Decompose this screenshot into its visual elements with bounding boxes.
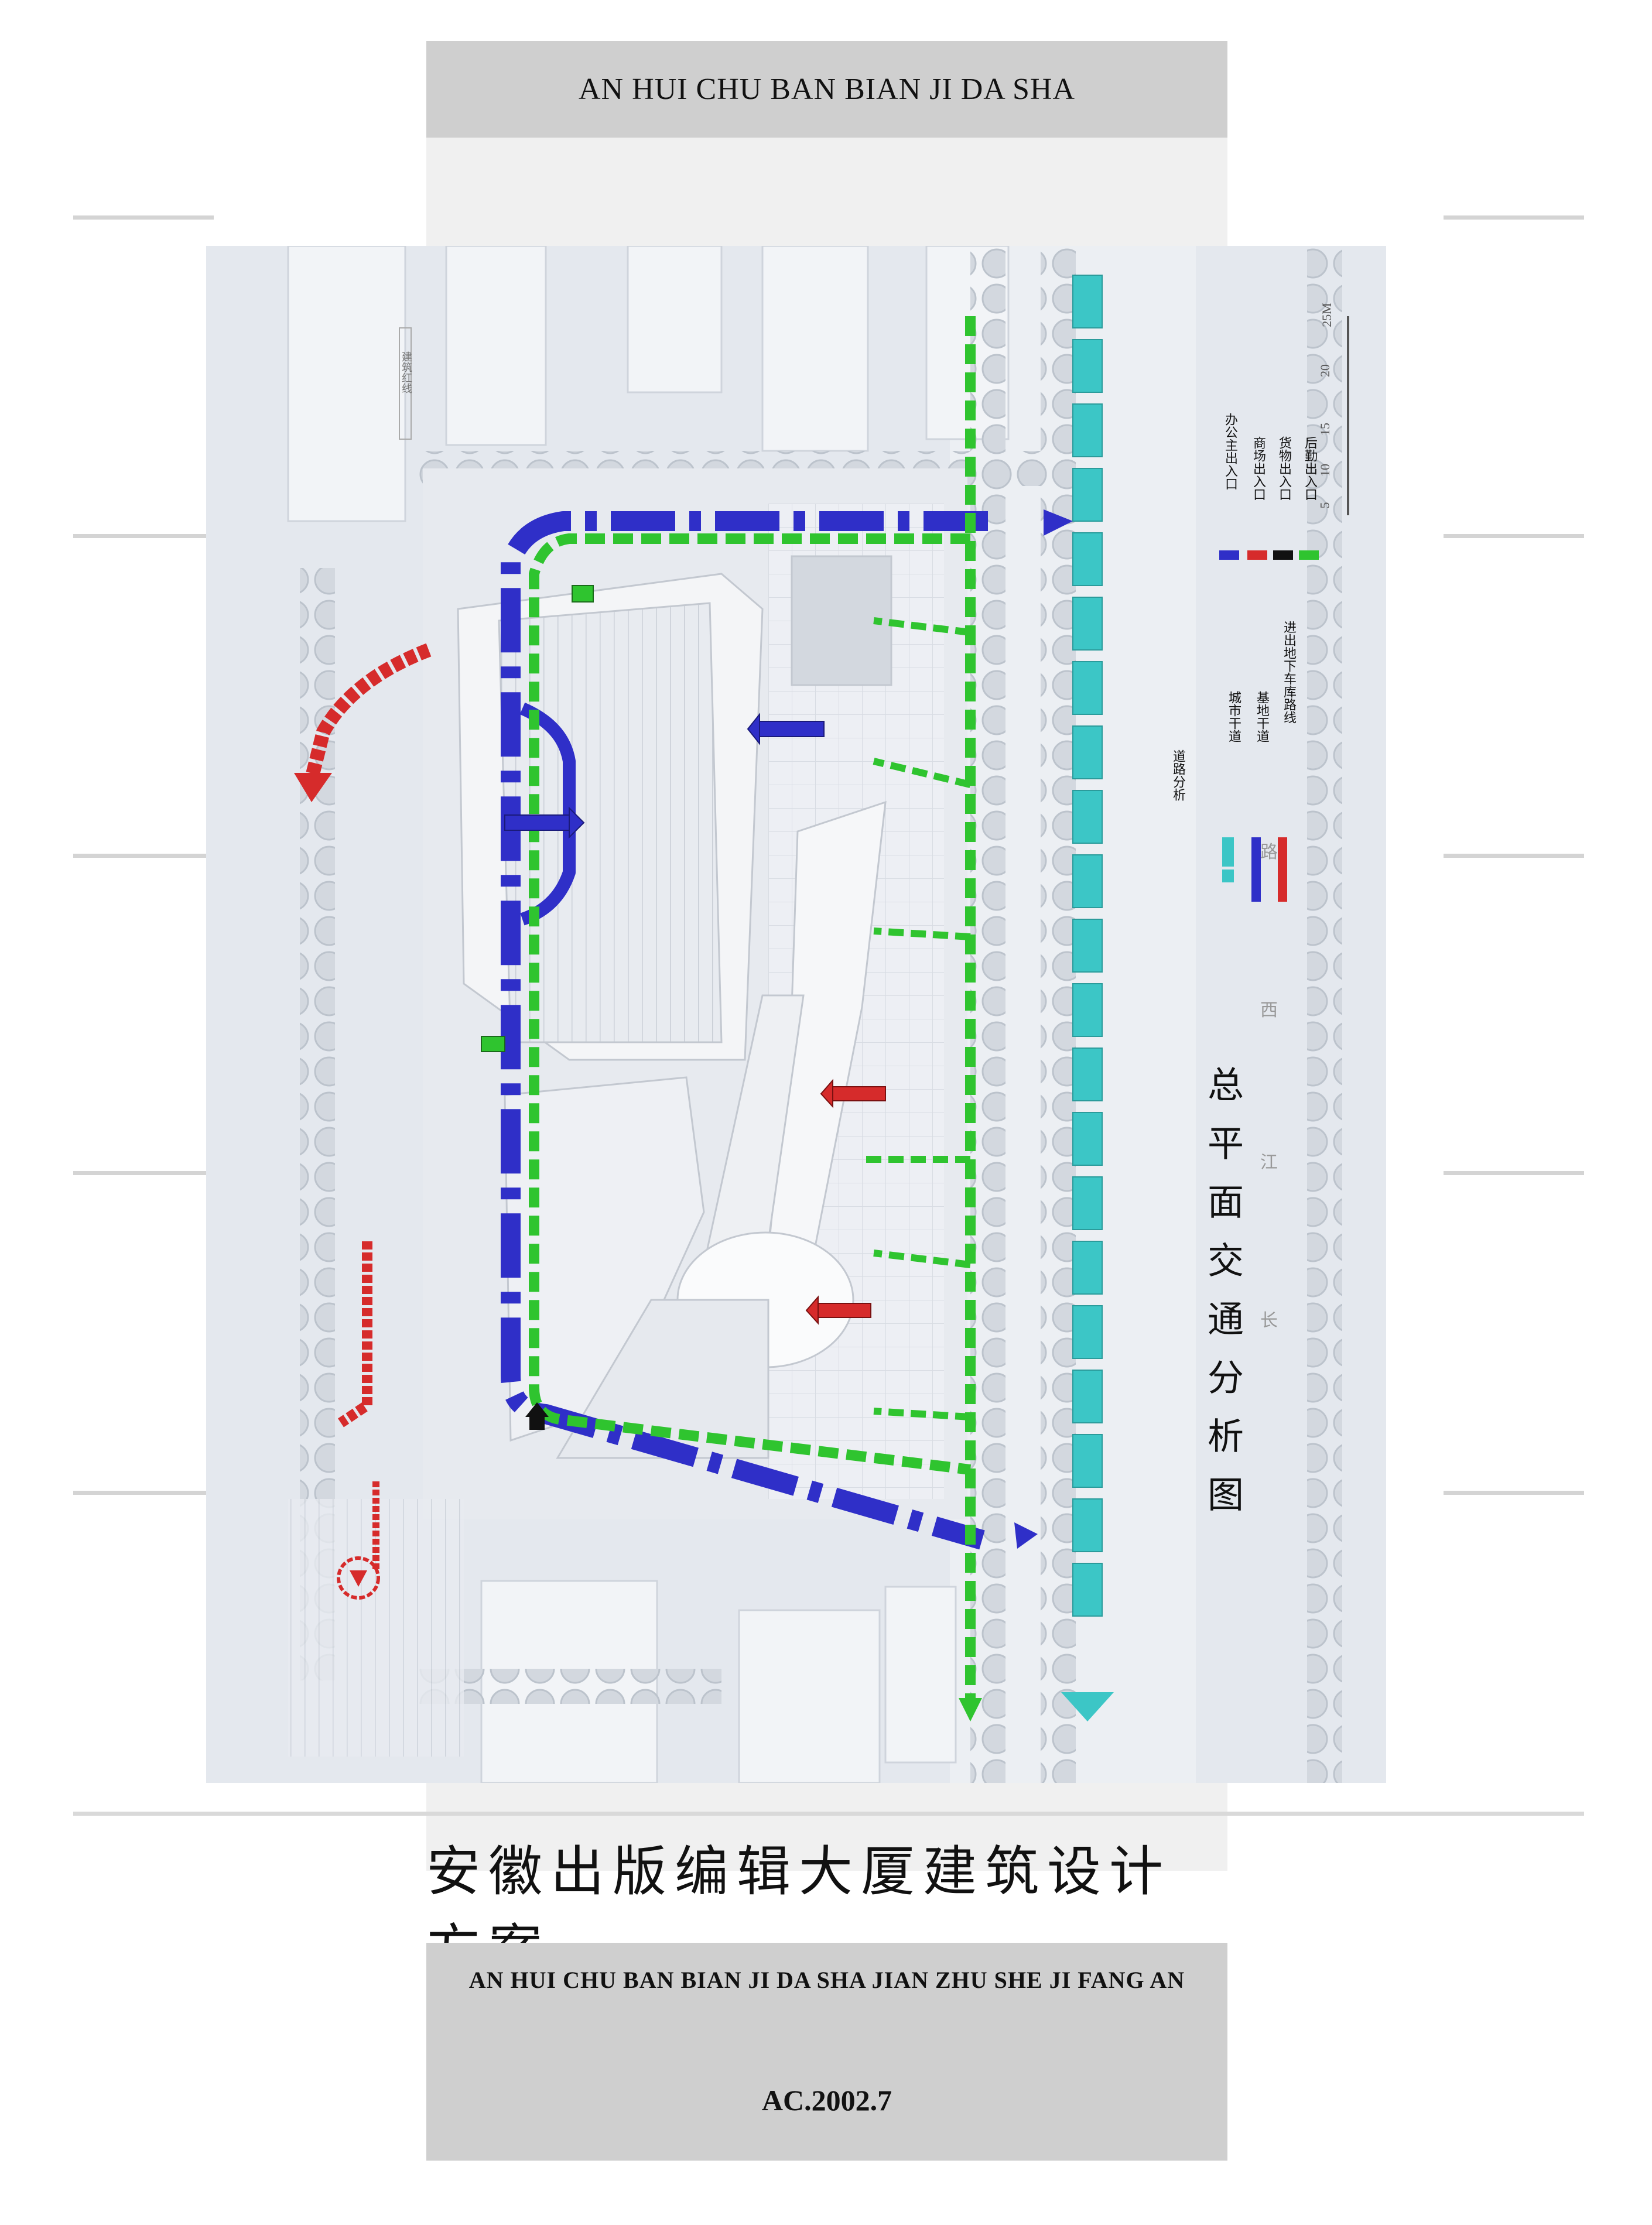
underground-route-2 [338,1241,372,1428]
side-line-left-6 [73,1812,1584,1816]
legend-cargo-entry: 货物出入口 [1277,436,1291,501]
side-line-right-2 [1444,534,1584,538]
side-line-left-2 [73,534,214,538]
mall-entry-markers [805,1079,886,1325]
legend-site-road: 基地干道 [1254,691,1269,742]
footer-title-cn: 安徽出版编辑大厦建筑设计方案 [426,1842,1172,1980]
side-line-right-1 [1444,215,1584,220]
scale-tick-10: 10 [1318,464,1332,477]
site-plan: 道路分析 城市干道 基地干道 进出地下车库路线 办公主出入口 商场出入口 货物出… [206,246,1386,1783]
side-line-right-4 [1444,1171,1584,1175]
city-road-dash [1072,919,1103,973]
footer-date: AC.2002.7 [761,2084,892,2117]
side-line-left-1 [73,215,214,220]
city-road-dash [1072,403,1103,457]
underground-route-1 [305,643,432,781]
office-entry-markers [504,713,825,839]
header-title: AN HUI CHU BAN BIAN JI DA SHA [426,41,1227,138]
city-road-dash [1072,661,1103,715]
pedestrian-loop [529,533,972,1475]
logistics-entry-markers [481,585,594,1052]
scale-tick-15: 15 [1318,423,1332,436]
city-road-dash [1072,1176,1103,1230]
scale-tick-20: 20 [1318,364,1332,377]
construction-line-label: 建筑红线 [400,351,412,393]
city-road-dash [1072,532,1103,586]
legend-title: 道路分析 [1171,749,1185,801]
city-road-dash [1072,983,1103,1037]
city-road-dash [1072,468,1103,522]
legend-office-entry: 办公主出入口 [1223,413,1237,490]
pedestrian-branches [862,617,972,1420]
city-road-dash [1072,1434,1103,1488]
city-road-dash [1072,1563,1103,1617]
side-line-right-5 [1444,1491,1584,1495]
legend-logistics-entry: 后勤出入口 [1302,436,1317,501]
legend-city-road: 城市干道 [1226,691,1241,742]
cargo-entry-marker [525,1402,549,1430]
side-line-left-4 [73,1171,214,1175]
legend-symbols [1219,550,1319,902]
side-line-left-5 [73,1491,214,1495]
city-road-dash [1072,1048,1103,1101]
side-line-right-3 [1444,854,1584,858]
city-road-arrow [1061,1692,1114,1721]
city-road-dash [1072,854,1103,908]
city-road-dash [1072,725,1103,779]
city-road-dash [1072,1498,1103,1552]
road-char-2: 江 [1260,1153,1278,1172]
scale-tick-5: 5 [1317,502,1332,509]
city-road-dash [1072,1241,1103,1295]
footer-title-en: AN HUI CHU BAN BIAN JI DA SHA JIAN ZHU S… [468,1967,1185,1993]
road-char-1: 西 [1260,1001,1278,1020]
legend-mall-entry: 商场出入口 [1251,436,1265,501]
footer-block: AN HUI CHU BAN BIAN JI DA SHA JIAN ZHU S… [426,1943,1227,2161]
city-road-dash [1072,1112,1103,1166]
site-road-route [501,511,988,1550]
city-road-dash [1072,597,1103,651]
plan-main-title: 总平面交通分析图 [1201,1066,1244,1534]
city-road-dash [1072,1305,1103,1359]
side-line-left-3 [73,854,214,858]
site-plan-drawing [206,246,1386,1783]
city-road-dash [1072,275,1103,328]
city-road-dash [1072,339,1103,393]
city-road-dash [1072,1370,1103,1423]
legend-underground: 进出地下车库路线 [1281,621,1296,724]
scale-tick-25: 25M [1319,303,1334,327]
road-char-4: 路 [1260,843,1278,862]
city-road-dash [1072,790,1103,844]
road-char-3: 长 [1260,1311,1278,1330]
